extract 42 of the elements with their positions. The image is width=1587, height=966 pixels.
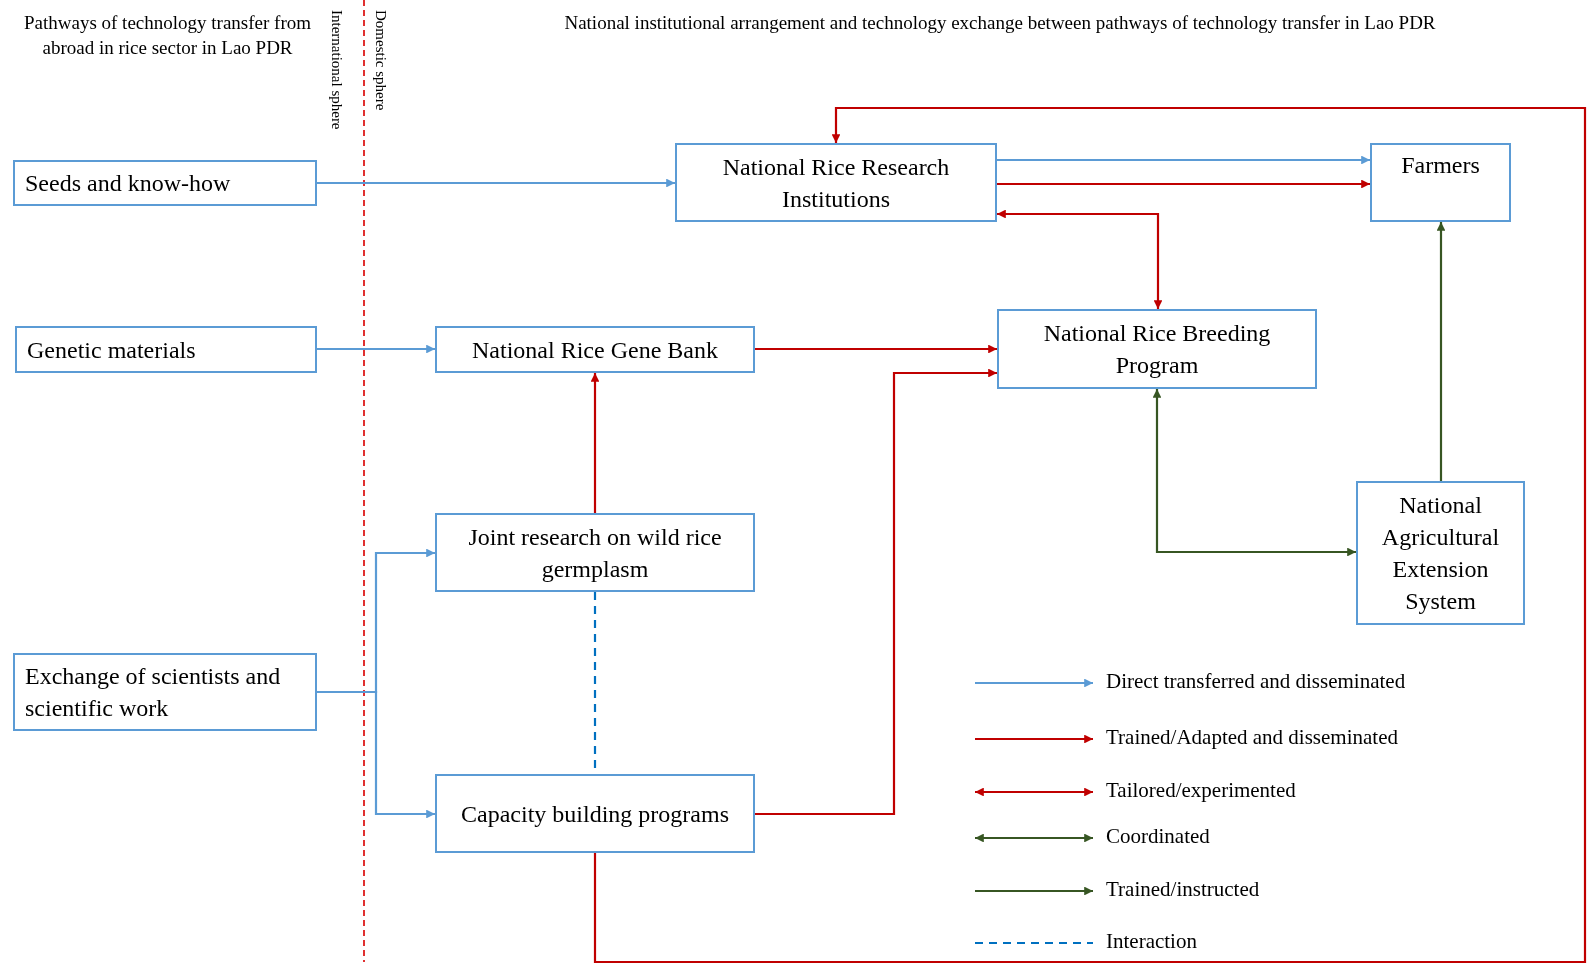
arrow <box>997 179 1370 189</box>
node-text: Capacity building programs <box>461 799 729 829</box>
heading-text: Pathways of technology transfer from abroad in rice sector in Lao PDR <box>22 11 312 60</box>
arrow <box>755 368 997 816</box>
process-box <box>13 160 317 206</box>
arrow <box>590 373 600 513</box>
arrow <box>1152 389 1356 557</box>
node-text: National Rice Gene Bank <box>472 335 718 365</box>
node-text: Seeds and know-how <box>25 169 231 198</box>
arrow <box>997 155 1370 165</box>
node-text: Genetic materials <box>27 335 196 365</box>
process-box <box>435 774 755 853</box>
heading-text: National institutional arrangement and technology exchange between pathways of technology transfer in Lao PDR <box>563 11 1437 35</box>
arrow <box>317 344 435 354</box>
process-box <box>435 513 755 592</box>
legend-text: Tailored/experimented <box>1106 778 1296 803</box>
rotated-label: Domestic sphere <box>372 10 389 111</box>
process-box <box>13 653 317 731</box>
process-box <box>435 326 755 373</box>
arrow <box>755 344 997 354</box>
node-text: National Rice Breeding Program <box>1042 319 1272 380</box>
node-text: National Rice Research Institutions <box>721 152 951 214</box>
rotated-label: International sphere <box>328 10 345 130</box>
legend-text: Trained/instructed <box>1106 877 1260 902</box>
arrow <box>317 178 675 188</box>
node-text: Joint research on wild rice germplasm <box>467 522 723 584</box>
process-box <box>997 309 1317 389</box>
arrow <box>1436 222 1446 481</box>
node-text: National Agricultural Extension System <box>1380 491 1501 616</box>
process-box <box>1370 143 1511 222</box>
arrow <box>997 209 1163 309</box>
node-text: Exchange of scientists and scientific work <box>25 662 282 723</box>
arrow <box>317 690 435 819</box>
legend-text: Trained/Adapted and disseminated <box>1106 725 1398 750</box>
legend-text: Interaction <box>1106 929 1197 954</box>
legend-text: Coordinated <box>1106 824 1210 849</box>
node-text: Farmers <box>1401 151 1480 180</box>
process-box <box>15 326 317 373</box>
process-box <box>675 143 997 222</box>
process-box <box>1356 481 1525 625</box>
arrow <box>593 106 1587 964</box>
legend-text: Direct transferred and disseminated <box>1106 669 1406 694</box>
